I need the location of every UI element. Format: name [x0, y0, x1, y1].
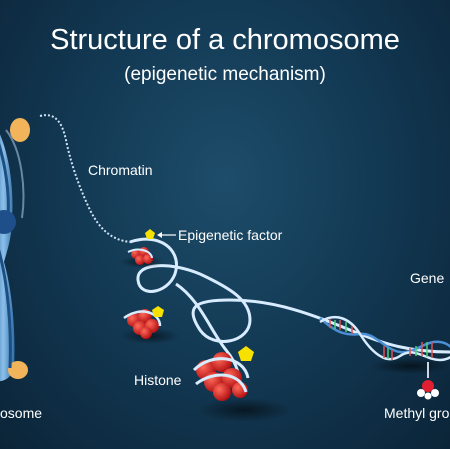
nucleosome-medium: [123, 309, 162, 339]
telomere-top-icon: [10, 118, 30, 142]
chromatin-label: Chromatin: [88, 162, 153, 178]
histone-label: Histone: [134, 372, 182, 388]
gene-label: Gene: [410, 270, 445, 286]
epigenetic-factor-icon: [145, 229, 155, 239]
nucleosome-large: [192, 352, 250, 401]
epigenetic-factor-icon: [152, 306, 164, 317]
dna-double-helix: [319, 315, 450, 362]
epigenetic-factor-label: Epigenetic factor: [178, 227, 283, 243]
chromatin-fiber: [39, 114, 131, 243]
page-title: Structure of a chromosome: [50, 24, 400, 56]
dna-loop: [129, 237, 450, 354]
page-subtitle: (epigenetic mechanism): [124, 64, 326, 85]
methyl-group-label: Methyl gro: [384, 405, 450, 421]
epigenetic-factor-icon: [238, 346, 254, 361]
centromere-icon: [0, 210, 16, 234]
chromosome-label: osome: [0, 405, 43, 421]
nucleosome-small: [127, 247, 153, 265]
chromosome-illustration: [0, 118, 30, 382]
telomere-bottom-icon: [8, 361, 28, 379]
methyl-group-icon: [417, 362, 439, 400]
